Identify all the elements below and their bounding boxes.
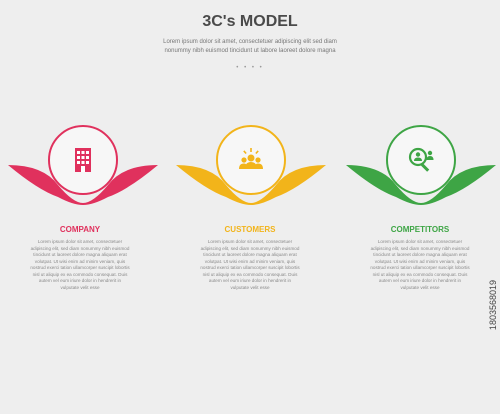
competitors-description: Lorem ipsum dolor sit amet, consectetuer… [370, 239, 470, 290]
company-wing-shape [8, 165, 158, 205]
stock-id-text: 1803568019 [488, 280, 498, 331]
company-circle [48, 125, 118, 195]
building-icon [75, 148, 91, 172]
page-subtitle: Lorem ipsum dolor sit amet, consectetuer… [163, 39, 337, 54]
customers-description: Lorem ipsum dolor sit amet, consectetuer… [200, 239, 300, 290]
customers-heading: CUSTOMERS [224, 225, 276, 234]
customers-wing-shape [176, 165, 326, 205]
customers-icon [239, 148, 263, 169]
competitors-wing-shape [346, 165, 496, 205]
page-title: 3C's MODEL [202, 13, 298, 30]
competitors-heading: COMPETITORS [390, 225, 450, 234]
company-heading: COMPANY [59, 225, 101, 234]
competitors-circle [386, 125, 456, 195]
search-people-icon [408, 147, 434, 172]
customers-circle [216, 125, 286, 195]
company-description: Lorem ipsum dolor sit amet, consectetuer… [30, 239, 130, 290]
decorative-dots: • • • • [236, 65, 264, 71]
